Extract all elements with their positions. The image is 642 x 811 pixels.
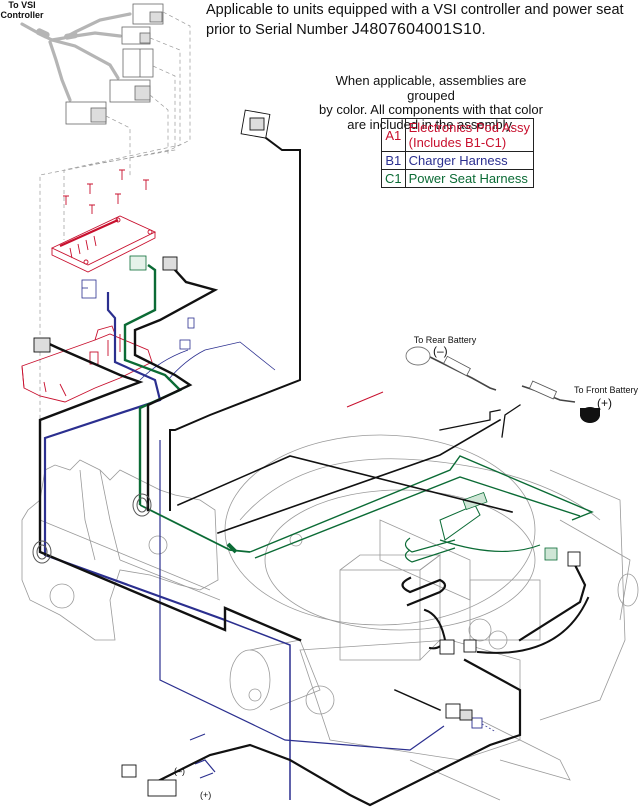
battery-cables bbox=[405, 346, 600, 423]
legend-row-a1: A1 Electronics Pod Assy(Includes B1-C1) bbox=[381, 118, 535, 152]
charger-negative-label: (–) bbox=[174, 766, 185, 776]
callout-line: To Rear Battery bbox=[413, 335, 477, 345]
rear-battery-terminal bbox=[405, 346, 431, 366]
legend-label: Electronics Pod Assy(Includes B1-C1) bbox=[404, 118, 535, 152]
motor-connector-3 bbox=[445, 703, 461, 719]
blue-connector-right bbox=[471, 717, 483, 729]
legend-note-line-1: When applicable, assemblies are grouped bbox=[335, 73, 527, 103]
legend-code: C1 bbox=[381, 169, 406, 188]
motor-connector-1 bbox=[439, 639, 455, 655]
right-side-connector bbox=[567, 551, 581, 567]
charger-port-connector bbox=[81, 279, 97, 299]
grommets bbox=[32, 493, 152, 564]
front-battery-callout: To Front Battery bbox=[570, 385, 642, 395]
front-polarity-label: (+) bbox=[597, 396, 612, 410]
legend-code: B1 bbox=[381, 151, 406, 170]
left-connector bbox=[33, 337, 51, 353]
legend-label: Charger Harness bbox=[404, 151, 535, 170]
electronics-pod-assembly bbox=[21, 169, 157, 403]
motor-connector-2 bbox=[463, 639, 477, 653]
serial-suffix: . bbox=[481, 22, 486, 38]
vsi-controller-harness bbox=[20, 3, 191, 530]
bottom-left-connector bbox=[121, 764, 137, 778]
pod-screws bbox=[63, 169, 149, 214]
vsi-connector-3 bbox=[122, 48, 154, 78]
charger-harness bbox=[43, 279, 497, 800]
legend-note-line-2: by color. All components with that color bbox=[318, 102, 543, 117]
assembly-legend-table: A1 Electronics Pod Assy(Includes B1-C1) … bbox=[381, 118, 535, 188]
direction-indicator bbox=[346, 391, 384, 408]
black-cables bbox=[38, 133, 590, 807]
fuse-holder bbox=[179, 339, 191, 350]
vsi-controller-callout: To VSI Controller bbox=[0, 0, 44, 20]
right-pod-connector bbox=[162, 256, 178, 271]
black-connectors bbox=[33, 109, 581, 797]
power-seat-harness bbox=[123, 255, 594, 563]
serial-number: J4807604001S10 bbox=[351, 21, 482, 38]
callout-line: To VSI bbox=[8, 0, 36, 10]
callout-line: To Front Battery bbox=[573, 385, 639, 395]
applicability-line-1: Applicable to units equipped with a VSI … bbox=[206, 2, 624, 18]
rear-polarity-label: (–) bbox=[433, 344, 448, 358]
seat-connector-b bbox=[544, 547, 558, 561]
legend-code: A1 bbox=[381, 118, 406, 152]
legend-row-b1: B1 Charger Harness bbox=[381, 151, 535, 170]
seat-connector-a bbox=[462, 492, 488, 510]
legend-label-line: (Includes B1-C1) bbox=[408, 135, 507, 150]
legend-row-c1: C1 Power Seat Harness bbox=[381, 169, 535, 188]
seat-pod-connector bbox=[129, 255, 147, 271]
legend-label: Power Seat Harness bbox=[404, 169, 535, 188]
applicability-line-2: prior to Serial Number J4807604001S10. bbox=[206, 20, 642, 40]
rear-battery-callout: To Rear Battery bbox=[405, 335, 485, 345]
charger-block bbox=[147, 779, 177, 797]
applicability-note: Applicable to units equipped with a VSI … bbox=[206, 0, 642, 40]
legend-label-line: Electronics Pod Assy bbox=[408, 120, 531, 135]
charger-positive-label: (+) bbox=[200, 790, 212, 800]
serial-prefix: prior to Serial Number bbox=[206, 22, 352, 38]
motor-connector-4 bbox=[459, 709, 473, 721]
callout-line: Controller bbox=[0, 10, 44, 20]
chassis-frame bbox=[21, 434, 639, 801]
